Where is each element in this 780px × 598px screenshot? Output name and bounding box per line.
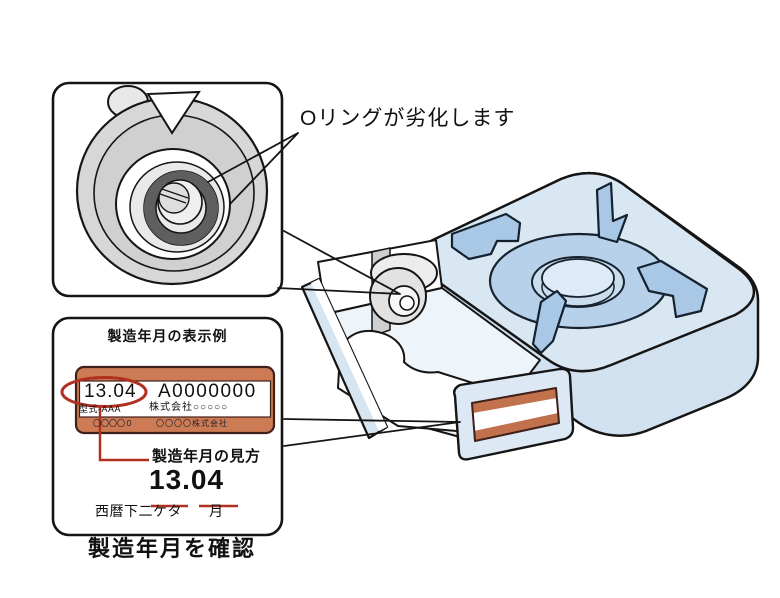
stove-front-label xyxy=(452,367,575,461)
red-annotations xyxy=(60,376,238,508)
trivet-arm-north xyxy=(595,181,629,244)
serial-number: A0000000 xyxy=(158,381,257,402)
cert-marks-right: 〇〇〇〇株式会社 xyxy=(156,419,228,428)
stove-illustration xyxy=(300,172,760,461)
label-example-art xyxy=(60,365,276,508)
rim-notch xyxy=(146,90,201,135)
trivet-arm-south xyxy=(531,289,568,355)
oring-seal xyxy=(144,171,218,245)
cartridge-lid-panel xyxy=(300,277,389,440)
oring-deterioration-note: Oリングが劣化します xyxy=(300,107,516,130)
display-example-title: 製造年月の表示例 xyxy=(107,328,228,344)
model-number: 型式-AAA xyxy=(79,404,122,414)
month-label: 月 xyxy=(209,503,223,519)
gas-regulator-valve xyxy=(369,253,438,325)
cert-marks-left: 〇〇〇〇０ xyxy=(93,419,133,428)
trivet-arms xyxy=(450,181,709,355)
check-date-caption: 製造年月を確認 xyxy=(88,536,257,561)
leader-box-to-regulator xyxy=(277,230,401,295)
trivet-arm-east xyxy=(636,259,709,319)
manufacturer-name: 株式会社○○○○○ xyxy=(149,402,229,413)
nozzle xyxy=(158,182,190,214)
date-code-large: 13.04 xyxy=(149,464,225,495)
example-label-white-area xyxy=(78,380,272,418)
red-connector-line xyxy=(98,407,149,462)
year-digits-label: 西暦下二ケタ xyxy=(95,503,182,519)
leader-lines xyxy=(207,132,461,447)
leader-label-to-box xyxy=(283,418,461,447)
trivet-arm-west xyxy=(450,212,522,261)
how-to-read-heading: 製造年月の見方 xyxy=(152,448,261,465)
cradle-curve-line xyxy=(377,331,405,363)
red-highlight-ellipse xyxy=(60,376,148,408)
burner xyxy=(488,232,670,330)
leader-oring-note xyxy=(207,132,299,205)
valve-oring-closeup xyxy=(75,85,269,286)
date-code: 13.04 xyxy=(84,381,137,402)
